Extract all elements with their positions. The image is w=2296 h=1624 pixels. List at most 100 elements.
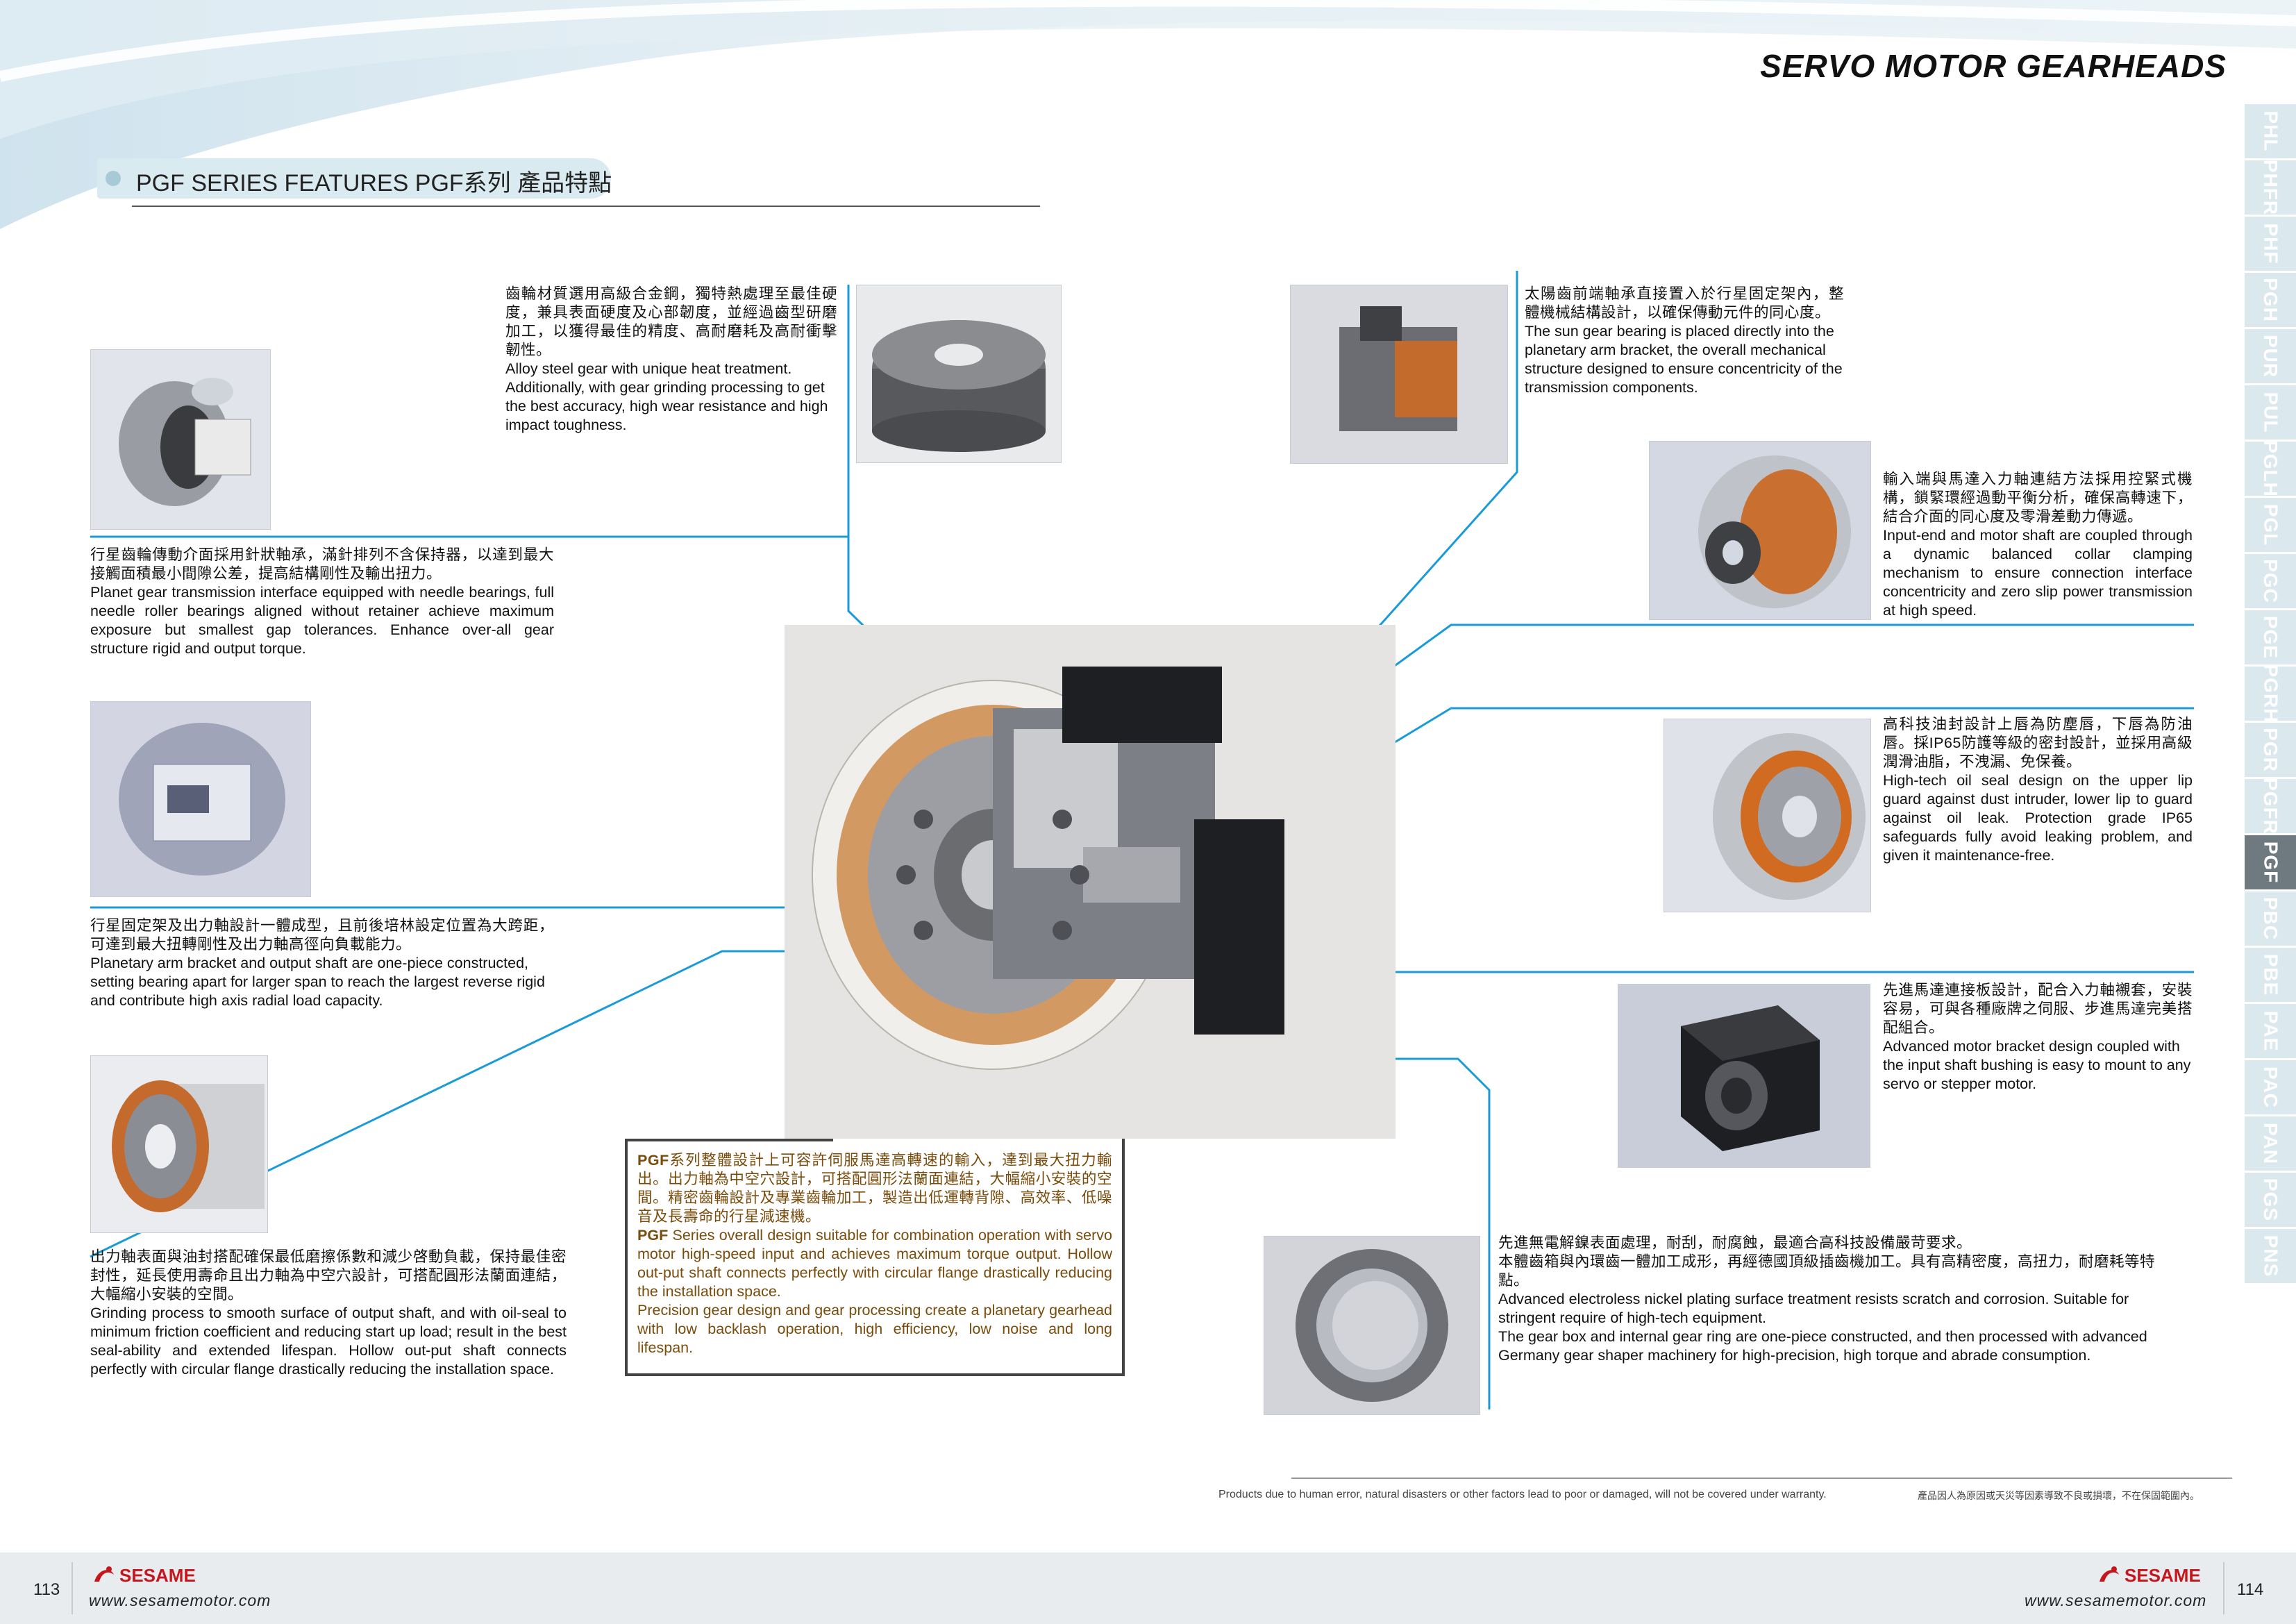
callout-en-text-1: Series overall design suitable for combi… xyxy=(637,1227,1112,1300)
alloy-gear-photo xyxy=(856,285,1062,463)
warranty-disclaimer-en: Products due to human error, natural dis… xyxy=(1218,1489,1827,1500)
series-tab-pac[interactable]: PAC xyxy=(2245,1060,2296,1114)
feature-oil-seal-en: High-tech oil seal design on the upper l… xyxy=(1883,772,2193,864)
feature-motor-bracket-zh: 先進馬達連接板設計，配合入力軸襯套，安裝容易，可與各種廠牌之伺服、步進馬達完美搭… xyxy=(1883,982,2193,1036)
feature-plating-en-1: Advanced electroless nickel plating surf… xyxy=(1498,1291,2129,1326)
website-link-right[interactable]: www.sesamemotor.com xyxy=(2025,1591,2207,1609)
header-swoosh-background xyxy=(0,0,2296,229)
feature-input-end-zh: 輸入端與馬達入力軸連結方法採用控緊式機構，鎖緊環經過動平衡分析，確保高轉速下，結… xyxy=(1883,471,2193,525)
series-tab-pglh[interactable]: PGLH xyxy=(2245,440,2296,497)
feature-oil-seal-zh: 高科技油封設計上唇為防塵唇，下唇為防油唇。採IP65防護等級的密封設計，並採用高… xyxy=(1883,716,2193,770)
footer-bar xyxy=(0,1552,2296,1624)
motor-bracket-photo xyxy=(1618,984,1870,1168)
feature-plating-zh-1: 先進無電解鎳表面處理，耐刮，耐腐蝕，最適合高科技設備嚴苛要求。 xyxy=(1498,1234,1972,1251)
sun-gear-photo xyxy=(1290,285,1508,464)
oil-seal-icon xyxy=(1713,733,1866,900)
sesame-logo-icon-right xyxy=(2097,1564,2121,1584)
series-tab-pbc[interactable]: PBC xyxy=(2245,891,2296,946)
gearhead-cutaway-icon xyxy=(812,667,1284,1070)
series-tab-pgc[interactable]: PGC xyxy=(2245,554,2296,608)
feature-output-shaft-text: 出力軸表面與油封搭配確保最低磨擦係數和減少啓動負載，保持最佳密封性，延長使用壽命… xyxy=(90,1248,567,1379)
callout-top-border xyxy=(625,1139,833,1141)
section-divider xyxy=(132,206,1040,207)
series-tab-phl[interactable]: PHL xyxy=(2245,104,2296,158)
series-tab-pbe[interactable]: PBE xyxy=(2245,948,2296,1002)
feature-output-shaft-zh: 出力軸表面與油封搭配確保最低磨擦係數和減少啓動負載，保持最佳密封性，延長使用壽命… xyxy=(90,1248,567,1303)
callout-en-brand: PGF xyxy=(637,1227,669,1244)
planet-gear-photo xyxy=(90,349,271,530)
arm-bracket-icon xyxy=(119,723,285,876)
series-tab-pgs[interactable]: PGS xyxy=(2245,1173,2296,1227)
feature-planet-bearing-en: Planet gear transmission interface equip… xyxy=(90,584,554,657)
feature-gear-zh: 齒輪材質選用高級合金鋼，獨特熱處理至最佳硬度，兼具表面硬度及心部韌度，並經過齒型… xyxy=(505,285,837,358)
planet-gear-icon xyxy=(119,378,251,506)
website-link-left[interactable]: www.sesamemotor.com xyxy=(89,1591,271,1609)
series-tab-pgl[interactable]: PGL xyxy=(2245,498,2296,552)
feature-plating-zh-2: 本體齒箱與內環齒一體加工成形，再經德國頂級插齒機加工。具有高精密度，高扭力，耐磨… xyxy=(1498,1253,2156,1289)
series-tab-pur[interactable]: PUR xyxy=(2245,329,2296,383)
series-tab-pgr[interactable]: PGR xyxy=(2245,723,2296,777)
gearbox-ring-icon xyxy=(1296,1249,1448,1402)
arm-bracket-photo xyxy=(90,701,311,897)
feature-arm-bracket-zh: 行星固定架及出力軸設計一體成型，且前後培林設定位置為大跨距，可達到最大扭轉剛性及… xyxy=(90,917,554,953)
sun-gear-icon xyxy=(1339,306,1457,431)
feature-output-shaft-en: Grinding process to smooth surface of ou… xyxy=(90,1305,567,1378)
feature-gear-text: 齒輪材質選用高級合金鋼，獨特熱處理至最佳硬度，兼具表面硬度及心部韌度，並經過齒型… xyxy=(505,285,837,435)
series-tab-pgrh[interactable]: PGRH xyxy=(2245,664,2296,723)
feature-oil-seal-text: 高科技油封設計上唇為防塵唇，下唇為防油唇。採IP65防護等級的密封設計，並採用高… xyxy=(1883,715,2193,865)
output-shaft-photo xyxy=(90,1055,268,1233)
section-title-pill xyxy=(97,158,611,199)
callout-zh: PGF系列整體設計上可容許伺服馬達高轉速的輸入，達到最大扭力輸出。出力軸為中空穴… xyxy=(637,1151,1112,1226)
series-tab-pul[interactable]: PUL xyxy=(2245,385,2296,440)
gear-icon xyxy=(872,320,1046,452)
feature-sun-gear-en: The sun gear bearing is placed directly … xyxy=(1525,323,1843,396)
gearbox-photo xyxy=(1264,1236,1480,1415)
bullet-dot-icon xyxy=(106,171,121,186)
sesame-logo-icon xyxy=(92,1564,116,1584)
warranty-disclaimer-zh: 產品因人為原因或天災等因素導致不良或損壞，不在保固範圍內。 xyxy=(1918,1490,2199,1501)
series-tab-pge[interactable]: PGE xyxy=(2245,610,2296,664)
pgf-summary-callout: PGF系列整體設計上可容許伺服馬達高轉速的輸入，達到最大扭力輸出。出力軸為中空穴… xyxy=(625,1139,1125,1376)
feature-gear-en: Alloy steel gear with unique heat treatm… xyxy=(505,360,828,433)
feature-arm-bracket-en: Planetary arm bracket and output shaft a… xyxy=(90,955,545,1009)
footer-rule xyxy=(1291,1477,2232,1479)
feature-motor-bracket-text: 先進馬達連接板設計，配合入力軸襯套，安裝容易，可與各種廠牌之伺服、步進馬達完美搭… xyxy=(1883,981,2193,1094)
callout-en-2: Precision gear design and gear processin… xyxy=(637,1302,1112,1356)
series-tab-pns[interactable]: PNS xyxy=(2245,1229,2296,1283)
section-title: PGF SERIES FEATURES PGF系列 產品特點 xyxy=(136,170,612,196)
feature-motor-bracket-en: Advanced motor bracket design coupled wi… xyxy=(1883,1038,2191,1092)
feature-plating-en-2: The gear box and internal gear ring are … xyxy=(1498,1328,2147,1364)
feature-sun-gear-text: 太陽齒前端軸承直接置入於行星固定架內，整體機械結構設計，以確保傳動元件的同心度。… xyxy=(1525,285,1844,397)
input-end-photo xyxy=(1649,441,1871,620)
gearhead-cutaway-image xyxy=(785,625,1396,1139)
series-tab-pgf[interactable]: PGF xyxy=(2245,835,2296,889)
input-end-icon xyxy=(1698,455,1851,608)
feature-sun-gear-zh: 太陽齒前端軸承直接置入於行星固定架內，整體機械結構設計，以確保傳動元件的同心度。 xyxy=(1525,285,1844,321)
sesame-logo-text-right: SESAME xyxy=(2125,1565,2201,1586)
feature-input-end-text: 輸入端與馬達入力軸連結方法採用控緊式機構，鎖緊環經過動平衡分析，確保高轉速下，結… xyxy=(1883,470,2193,620)
left-page-number: 113 xyxy=(33,1580,60,1599)
series-tab-phf[interactable]: PHF xyxy=(2245,217,2296,271)
series-tab-pgfr[interactable]: PGFR xyxy=(2245,778,2296,835)
series-tab-pgh[interactable]: PGH xyxy=(2245,273,2296,327)
callout-zh-text: 系列整體設計上可容許伺服馬達高轉速的輸入，達到最大扭力輸出。出力軸為中空穴設計，… xyxy=(637,1152,1112,1225)
footer-separator-left xyxy=(72,1562,73,1614)
footer-separator-right xyxy=(2223,1562,2224,1614)
series-tab-phfr[interactable]: PHFR xyxy=(2245,160,2296,215)
output-shaft-icon xyxy=(112,1080,265,1212)
callout-zh-brand: PGF xyxy=(637,1152,669,1169)
feature-planet-bearing-zh: 行星齒輪傳動介面採用針狀軸承，滿針排列不含保持器，以達到最大接觸面積最小間隙公差… xyxy=(90,546,554,582)
feature-planet-bearing-text: 行星齒輪傳動介面採用針狀軸承，滿針排列不含保持器，以達到最大接觸面積最小間隙公差… xyxy=(90,546,554,658)
page-header-title: SERVO MOTOR GEARHEADS xyxy=(1760,48,2227,84)
right-page-number: 114 xyxy=(2237,1580,2264,1599)
feature-input-end-en: Input-end and motor shaft are coupled th… xyxy=(1883,527,2193,619)
oil-seal-photo xyxy=(1664,719,1871,912)
series-tab-pan[interactable]: PAN xyxy=(2245,1116,2296,1171)
feature-arm-bracket-text: 行星固定架及出力軸設計一體成型，且前後培林設定位置為大跨距，可達到最大扭轉剛性及… xyxy=(90,916,554,1010)
feature-plating-text: 先進無電解鎳表面處理，耐刮，耐腐蝕，最適合高科技設備嚴苛要求。 本體齒箱與內環齒… xyxy=(1498,1234,2179,1365)
series-tab-pae[interactable]: PAE xyxy=(2245,1004,2296,1058)
motor-bracket-icon xyxy=(1681,1005,1820,1151)
sesame-logo-text: SESAME xyxy=(119,1565,196,1586)
callout-en-1: PGF Series overall design suitable for c… xyxy=(637,1226,1112,1301)
